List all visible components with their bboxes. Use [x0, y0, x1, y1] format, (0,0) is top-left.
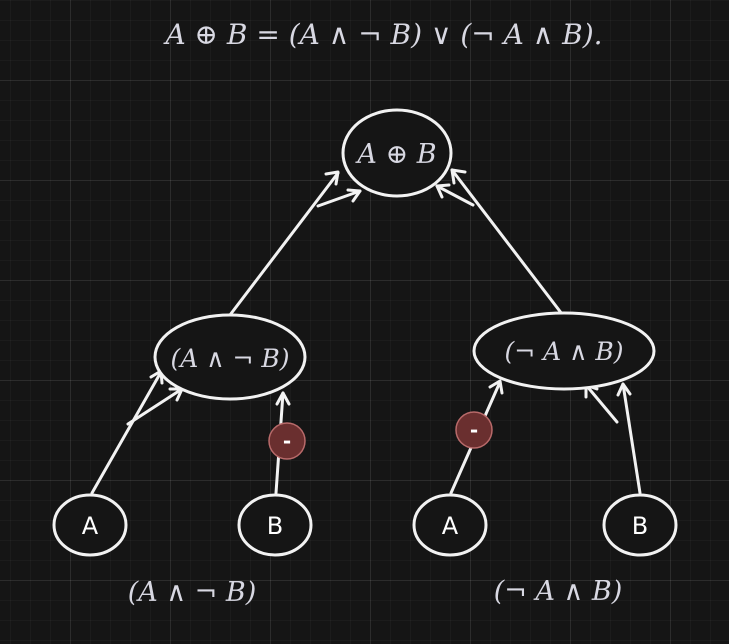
node-left: (A ∧ ¬ B)	[153, 313, 307, 401]
node-root: A ⊕ B	[341, 108, 453, 198]
node-leaf-a-left-label: A	[82, 512, 99, 540]
node-leaf-b-left: B	[237, 493, 313, 557]
node-leaf-b-left-label: B	[267, 512, 283, 540]
node-root-label: A ⊕ B	[354, 139, 436, 170]
edge-leaf-b-right	[584, 382, 642, 495]
node-right: (¬ A ∧ B)	[472, 311, 656, 391]
edge-right-to-root	[435, 168, 564, 316]
negation-badge-left: -	[268, 422, 306, 460]
node-leaf-a-right-label: A	[442, 512, 459, 540]
node-leaf-b-right: B	[602, 493, 678, 557]
edge-left-to-root	[228, 170, 362, 317]
caption-right: (¬ A ∧ B)	[494, 576, 623, 607]
formula-title: A ⊕ B = (A ∧ ¬ B) ∨ (¬ A ∧ B).	[162, 18, 602, 51]
caption-left: (A ∧ ¬ B)	[128, 577, 257, 608]
node-leaf-b-right-label: B	[632, 512, 648, 540]
negation-badge-right-label: -	[470, 418, 478, 442]
node-left-label: (A ∧ ¬ B)	[170, 344, 289, 373]
negation-badge-left-label: -	[283, 429, 291, 453]
node-leaf-a-right: A	[412, 493, 488, 557]
node-leaf-a-left: A	[52, 493, 128, 557]
edge-leaf-a-left	[90, 369, 184, 495]
node-right-label: (¬ A ∧ B)	[504, 337, 623, 366]
negation-badge-right: -	[455, 411, 493, 449]
